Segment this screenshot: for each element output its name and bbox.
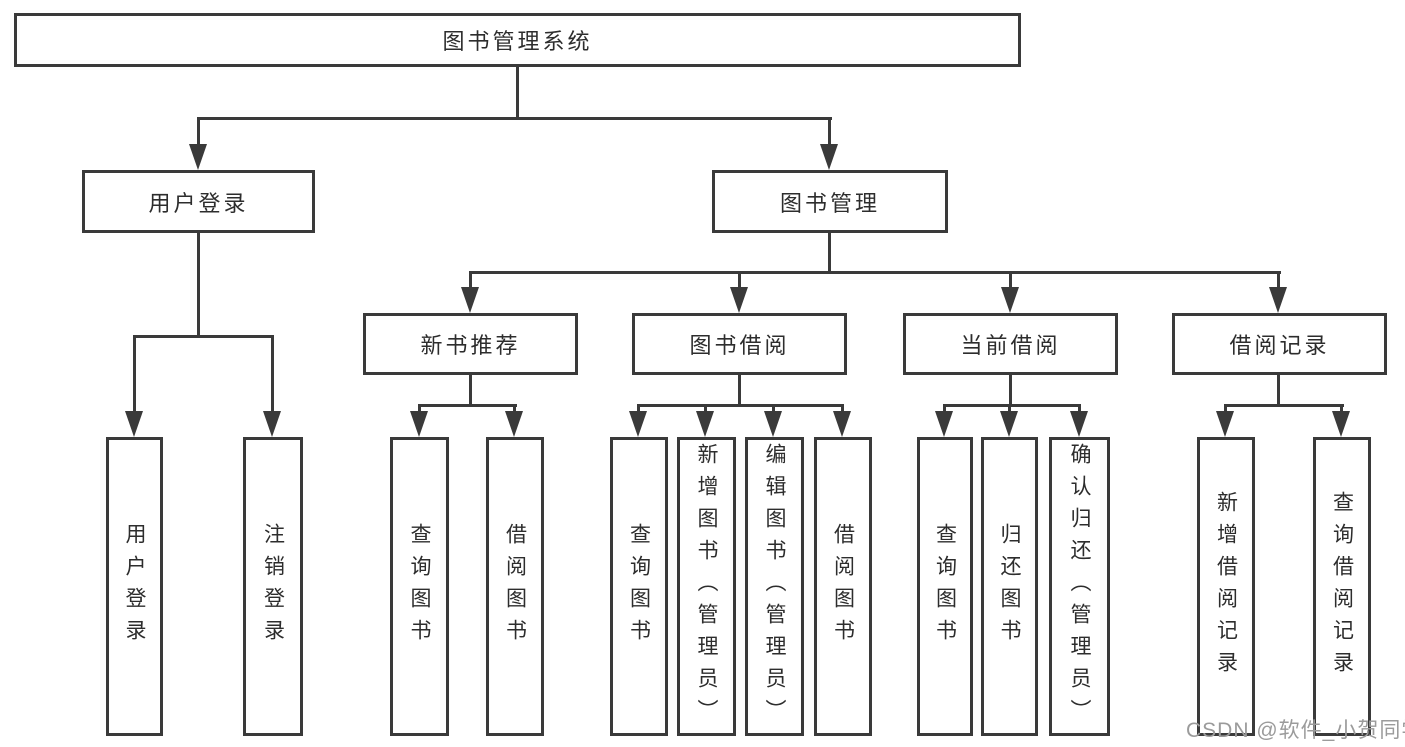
arrowhead-down-icon [1000,411,1018,437]
leaf-label: 查询图书 [408,522,431,651]
leaf-add-borrow-record: 新增借阅记录 [1197,437,1255,736]
arrowhead-down-icon [1216,411,1234,437]
connector-line [469,271,1281,274]
leaf-label: 编辑图书（管理员） [763,442,786,731]
arrowhead-down-icon [696,411,714,437]
node-label: 新书推荐 [420,333,521,358]
connector-line [418,404,517,407]
node-borrowing-records: 借阅记录 [1172,313,1387,375]
leaf-return-books: 归还图书 [981,437,1038,736]
watermark: CSDN @软件_小贺同学 [1186,719,1405,742]
connector-line [828,233,831,273]
leaf-label: 查询图书 [933,522,957,651]
connector-line [197,233,200,337]
leaf-query-borrow-record: 查询借阅记录 [1313,437,1371,736]
connector-line [1009,273,1012,289]
connector-line [1277,273,1280,289]
arrowhead-down-icon [1332,411,1350,437]
leaf-label: 借阅图书 [831,522,855,651]
node-label: 图书管理系统 [442,29,593,54]
connector-line [271,337,274,413]
connector-line [469,273,472,289]
connector-line [1008,406,1011,414]
node-label: 图书管理 [779,190,880,216]
connector-line [637,404,844,407]
arrowhead-down-icon [410,411,428,437]
connector-line [943,406,946,414]
leaf-borrow-books: 借阅图书 [814,437,872,736]
connector-line [704,406,707,414]
leaf-query-books-borrowing: 查询图书 [610,437,668,736]
leaf-label: 查询图书 [627,522,651,651]
connector-line [738,273,741,289]
connector-line [1224,406,1227,414]
arrowhead-down-icon [1070,411,1088,437]
leaf-confirm-return-admin: 确认归还（管理员） [1049,437,1110,736]
connector-line [772,406,775,414]
arrowhead-down-icon [935,411,953,437]
leaf-add-books-admin: 新增图书（管理员） [677,437,736,736]
leaf-label: 新增图书（管理员） [695,442,718,731]
connector-line [197,117,832,120]
arrowhead-down-icon [820,144,838,170]
leaf-label: 注销登录 [261,522,285,651]
connector-line [1224,404,1344,407]
leaf-logout: 注销登录 [243,437,303,736]
node-new-book-recommendation: 新书推荐 [363,313,578,375]
arrowhead-down-icon [189,144,207,170]
node-label: 当前借阅 [960,333,1061,358]
node-label: 借阅记录 [1229,333,1330,358]
arrowhead-down-icon [629,411,647,437]
connector-line [637,406,640,414]
leaf-user-login: 用户登录 [106,437,163,736]
arrowhead-down-icon [263,411,281,437]
arrowhead-down-icon [505,411,523,437]
arrowhead-down-icon [730,287,748,313]
arrowhead-down-icon [764,411,782,437]
node-current-borrowing: 当前借阅 [903,313,1118,375]
leaf-label: 借阅图书 [503,522,527,651]
leaf-label: 归还图书 [998,522,1021,651]
leaf-borrow-books-recommend: 借阅图书 [486,437,544,736]
node-book-management: 图书管理 [712,170,948,233]
arrowhead-down-icon [125,411,143,437]
connector-line [418,406,421,414]
leaf-edit-books-admin: 编辑图书（管理员） [745,437,804,736]
connector-line [1277,375,1280,407]
connector-line [513,406,516,414]
connector-line [469,375,472,407]
connector-line [133,335,274,338]
connector-line [828,119,831,147]
connector-line [738,375,741,407]
node-label: 图书借阅 [689,333,790,358]
connector-line [133,337,136,413]
node-book-borrowing: 图书借阅 [632,313,847,375]
connector-line [841,406,844,414]
arrowhead-down-icon [1269,287,1287,313]
leaf-label: 确认归还（管理员） [1068,442,1091,731]
connector-line [1340,406,1343,414]
leaf-query-books-current: 查询图书 [917,437,973,736]
node-user-login-branch: 用户登录 [82,170,315,233]
node-library-system: 图书管理系统 [14,13,1021,67]
arrowhead-down-icon [461,287,479,313]
arrowhead-down-icon [1001,287,1019,313]
leaf-label: 查询借阅记录 [1330,490,1354,683]
connector-line [943,404,1081,407]
node-label: 用户登录 [148,190,249,216]
leaf-query-books-recommend: 查询图书 [390,437,449,736]
connector-line [1078,406,1081,414]
arrowhead-down-icon [833,411,851,437]
connector-line [197,119,200,147]
connector-line [1009,375,1012,407]
connector-line [516,67,519,119]
leaf-label: 用户登录 [123,522,146,651]
leaf-label: 新增借阅记录 [1214,490,1238,683]
